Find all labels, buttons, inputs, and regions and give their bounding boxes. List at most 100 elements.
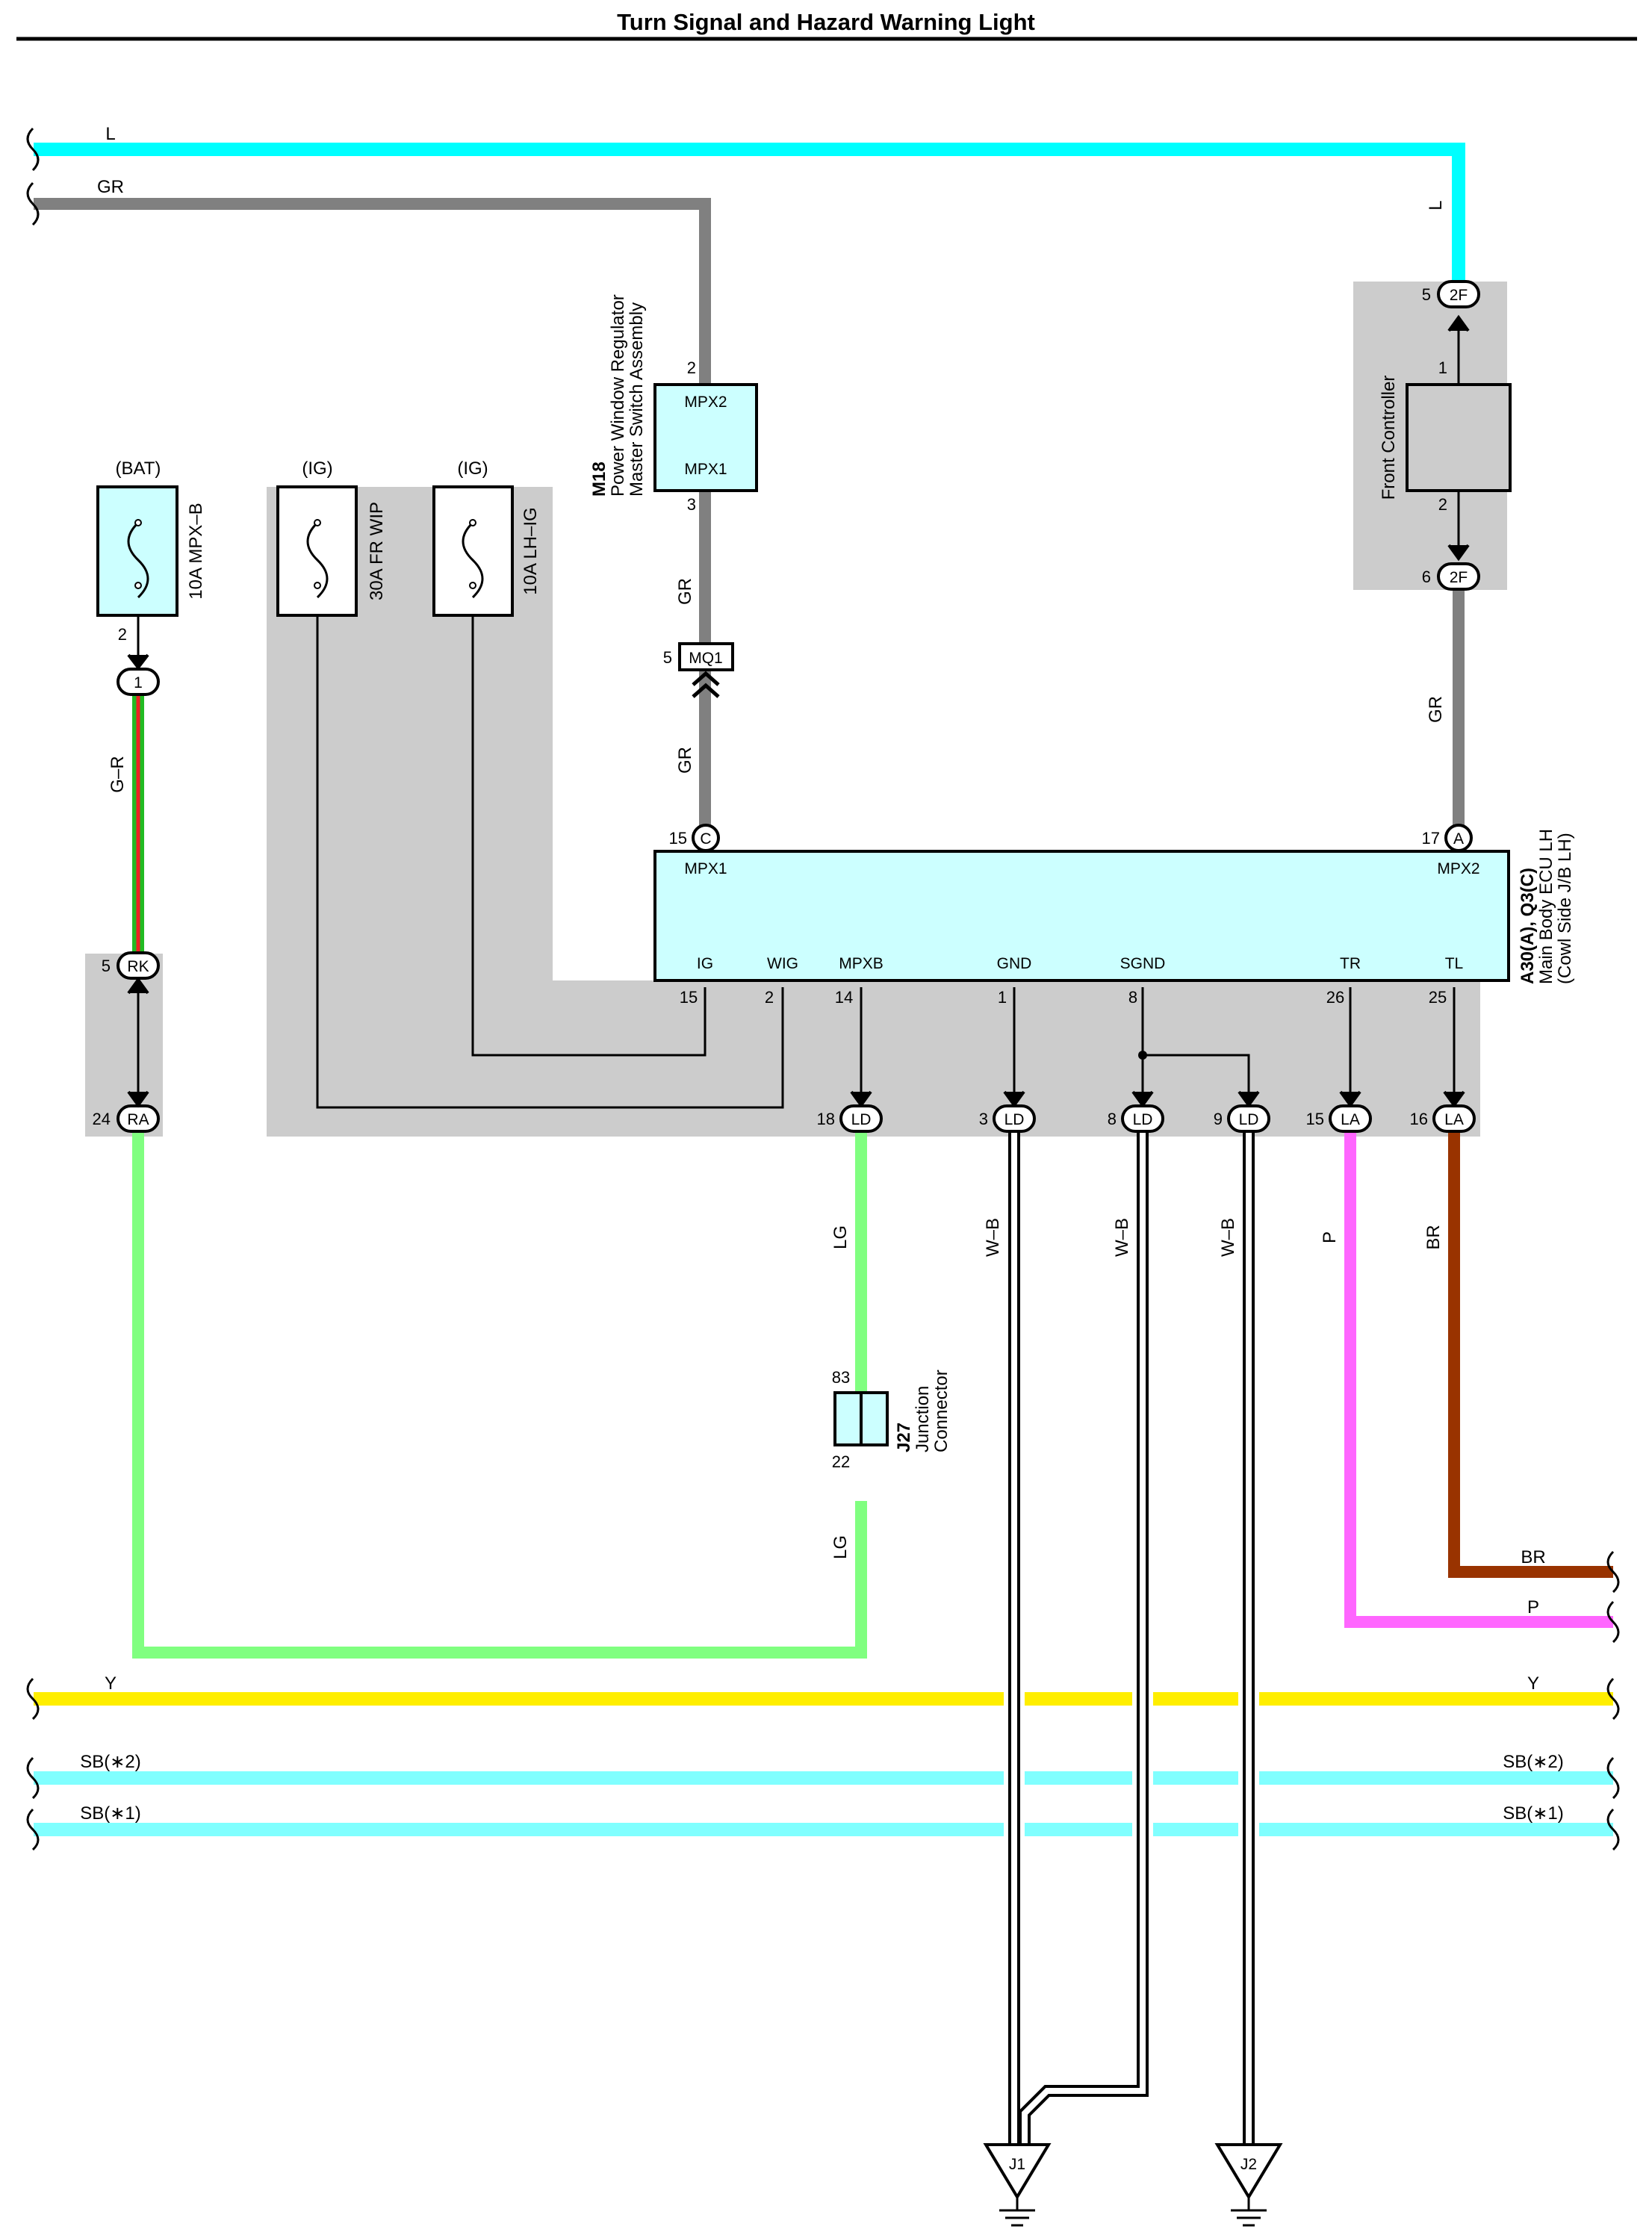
fc-arrow-up	[1447, 314, 1470, 332]
connector-a-label: A	[1453, 830, 1464, 848]
wire-p	[1344, 1131, 1613, 1628]
j27-pin-bottom: 22	[832, 1452, 850, 1471]
connector-mq1-pin: 5	[663, 648, 672, 667]
fuse-fr-wip-name: 30A FR WIP	[367, 502, 387, 600]
wire-label-gr-mq1-top: GR	[675, 578, 695, 605]
ecu-term-gnd: GND	[997, 955, 1032, 972]
ecu-pin-tr: 26	[1326, 988, 1344, 1007]
ecu-term-tl: TL	[1445, 955, 1464, 972]
connector-ra-pin: 24	[93, 1110, 111, 1128]
wire-label-y-left: Y	[105, 1673, 117, 1694]
ecu-pin-wig: 2	[765, 988, 774, 1007]
ecu-term-mpx2: MPX2	[1437, 860, 1479, 877]
fuse-mpx-b-name: 10A MPX–B	[186, 503, 206, 599]
m18-pin-top: 2	[687, 358, 696, 377]
wire-label-sb2-left: SB(∗2)	[80, 1752, 140, 1772]
connector-a-pin: 17	[1422, 829, 1440, 848]
connector-ld-18	[839, 1104, 883, 1133]
ground-symbol-j1	[983, 2143, 1052, 2227]
fc-arrow-down	[1447, 544, 1470, 562]
wire-label-lg-1: LG	[830, 1225, 851, 1249]
connector-2f-top-pin: 5	[1422, 285, 1431, 304]
ground-j1-label: J1	[1009, 2156, 1025, 2173]
wire-label-l-top: L	[105, 124, 115, 144]
diagram-title: Turn Signal and Hazard Warning Light	[617, 9, 1035, 35]
connector-la-15-label: LA	[1341, 1111, 1360, 1128]
fc-pin-top: 1	[1438, 358, 1447, 377]
fuse-fr-wip-supply: (IG)	[302, 459, 332, 479]
connector-ld-9	[1227, 1104, 1270, 1133]
j27-name-line1: Junction	[913, 1386, 933, 1452]
m18-pin-bottom: 3	[687, 495, 696, 514]
wire-sgnd-ld8-ld9	[1141, 987, 1250, 1105]
connector-ld-9-label: LD	[1239, 1111, 1259, 1128]
wire-label-p-right: P	[1527, 1597, 1539, 1617]
connector-la-16-pin: 16	[1410, 1110, 1428, 1128]
wire-label-br-vert: BR	[1423, 1225, 1444, 1249]
fc-name: Front Controller	[1379, 376, 1399, 500]
connector-1-arrow	[127, 653, 149, 671]
fuse-lh-ig-supply: (IG)	[457, 459, 488, 479]
wire-label-g-r: G–R	[108, 756, 128, 792]
ecu-pin-tl: 25	[1429, 988, 1447, 1007]
fuse-fr-wip	[276, 485, 358, 617]
connector-ld-8-label: LD	[1133, 1111, 1153, 1128]
m18-term-mpx2: MPX2	[684, 394, 727, 411]
wire-break-marks	[26, 127, 1620, 1851]
front-controller-body	[1406, 383, 1512, 492]
ecu-body	[653, 850, 1510, 982]
connector-mq1	[678, 642, 734, 671]
connector-a	[1444, 824, 1473, 852]
ecu-pin-sgnd: 8	[1128, 988, 1137, 1007]
connector-1-label: 1	[134, 674, 143, 691]
ecu-code: A30(A), Q3(C)	[1518, 868, 1538, 984]
ecu-term-mpxb: MPXB	[839, 955, 884, 972]
wire-label-gr-mq1-bottom: GR	[675, 747, 695, 774]
wire-label-gr-top: GR	[97, 177, 124, 197]
connector-2f-top	[1437, 280, 1480, 308]
m18-name-line2: Master Switch Assembly	[627, 302, 647, 497]
jb-shade-main	[267, 487, 1480, 1137]
ecu-term-sgnd: SGND	[1120, 955, 1166, 972]
j27-pin-top: 83	[832, 1368, 850, 1387]
connector-la-16	[1432, 1104, 1476, 1133]
wb-crossing-gaps	[1004, 1689, 1259, 1839]
connector-mq1-label: MQ1	[689, 650, 723, 667]
mq1-chevrons	[692, 671, 720, 698]
fc-pin-bottom: 2	[1438, 495, 1447, 514]
j27-name-line2: Connector	[931, 1370, 951, 1452]
connector-ld-18-pin: 18	[817, 1110, 835, 1128]
wire-wb-ld8-j1	[1019, 1131, 1149, 2151]
connector-c	[692, 824, 720, 852]
connector-ld-8	[1121, 1104, 1164, 1133]
connector-ld-3-label: LD	[1004, 1111, 1025, 1128]
ecu-term-tr: TR	[1340, 955, 1361, 972]
j27-code: J27	[894, 1423, 914, 1452]
connector-2f-bottom-label: 2F	[1450, 569, 1468, 586]
connector-rk-arrow	[127, 977, 149, 995]
wire-label-gr-front: GR	[1426, 696, 1446, 723]
m18-code: M18	[589, 461, 609, 497]
m18-body	[653, 383, 758, 492]
ecu-pin-ig: 15	[680, 988, 698, 1007]
connector-ld-8-pin: 8	[1108, 1110, 1117, 1128]
wire-l	[34, 143, 1465, 287]
ecu-name-line1: Main Body ECU LH	[1536, 829, 1556, 984]
ecu-pin-gnd: 1	[998, 988, 1007, 1007]
connector-2f-top-label: 2F	[1450, 287, 1468, 304]
wire-lg-ra	[132, 1131, 867, 1659]
connector-2f-bottom-pin: 6	[1422, 568, 1431, 586]
ecu-term-ig: IG	[697, 955, 713, 972]
connector-ld-3	[993, 1104, 1036, 1133]
connector-la-16-label: LA	[1444, 1111, 1464, 1128]
wire-label-y-right: Y	[1527, 1673, 1539, 1694]
wire-label-wb-2: W–B	[1112, 1218, 1132, 1257]
connector-rk-pin: 5	[102, 957, 111, 975]
m18-name-line1: Power Window Regulator	[608, 294, 628, 497]
ground-symbol-j2	[1214, 2143, 1283, 2227]
wire-label-br-right: BR	[1521, 1547, 1545, 1567]
fuse-mpx-b-pin: 2	[118, 625, 127, 644]
ecu-pin-mpxb: 14	[835, 988, 853, 1007]
ecu-name-line2: (Cowl Side J/B LH)	[1555, 833, 1575, 984]
